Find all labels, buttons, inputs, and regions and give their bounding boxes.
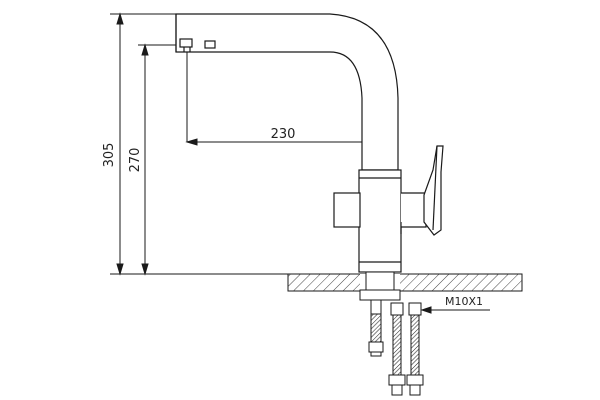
thread-leader [420,306,490,314]
dimension-270 [138,43,180,276]
dimension-270-label: 270 [128,148,143,173]
mounting-shank [359,271,401,315]
centerlines [185,32,380,300]
threaded-stud [368,313,384,357]
dimension-230-label: 230 [271,127,296,142]
countertop [287,273,523,292]
flexible-hose-2 [406,302,424,396]
thread-label: M10X1 [445,295,483,308]
dimension-305-label: 305 [102,143,117,168]
faucet-spout [175,13,399,171]
lever-handle [423,145,444,236]
dimension-305 [110,12,295,276]
faucet-body [333,169,427,273]
flexible-hose-1 [388,302,406,396]
